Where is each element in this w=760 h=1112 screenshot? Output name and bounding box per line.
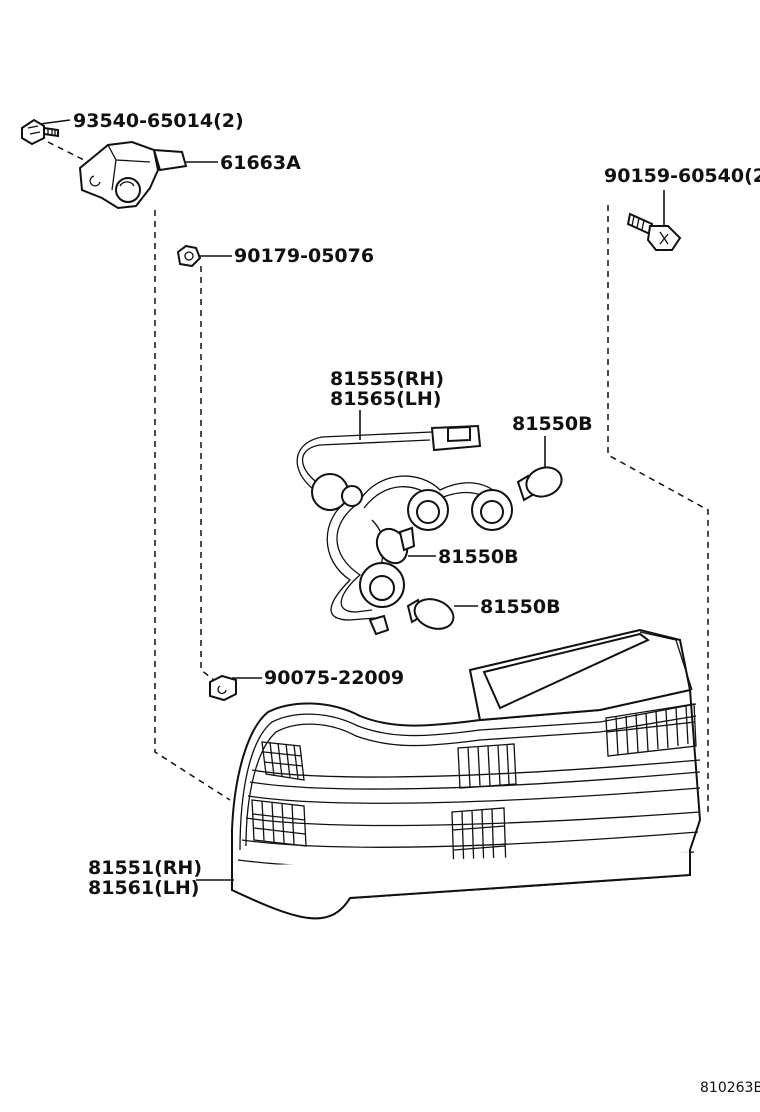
part-label-grommet: 90075-22009 [264, 667, 404, 689]
part-label-screw: 90159-60540(2) [604, 165, 760, 187]
tail-lamp-icon [231, 628, 702, 920]
screw-icon [626, 212, 682, 251]
grommet-icon [209, 674, 237, 702]
bulb-icon [406, 598, 455, 630]
bracket-icon [78, 140, 188, 210]
part-label-socket-lh: 81565(LH) [330, 388, 441, 410]
part-label-socket-rh: 81555(RH) [330, 368, 444, 390]
part-label-bolt: 93540-65014(2) [73, 110, 244, 132]
part-label-lamp-rh: 81551(RH) [88, 857, 202, 879]
reference-code: 810263B [700, 1080, 760, 1096]
assembly-line [200, 266, 215, 681]
part-label-nut: 90179-05076 [234, 245, 374, 267]
wire-harness-icon [296, 424, 513, 636]
part-label-bulb: 81550B [480, 596, 561, 618]
leader-line [39, 119, 71, 125]
bolt-icon [21, 118, 59, 146]
bulb-icon [516, 466, 563, 502]
part-label-lamp-lh: 81561(LH) [88, 877, 199, 899]
assembly-line [607, 205, 709, 815]
assembly-line [154, 210, 231, 801]
part-label-bulb: 81550B [438, 546, 519, 568]
bulb-icon [375, 526, 416, 565]
nut-icon [176, 244, 202, 268]
assembly-line [47, 141, 89, 163]
part-label-bracket: 61663A [220, 152, 301, 174]
part-label-bulb: 81550B [512, 413, 593, 435]
